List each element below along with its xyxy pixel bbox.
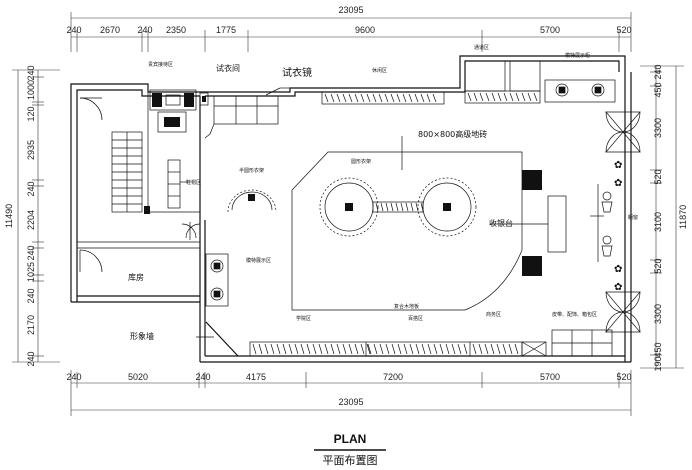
- dim-right-seg: 240: [653, 64, 663, 79]
- tiled-floor-boundary: [291, 151, 523, 311]
- image-wall-line: [205, 321, 239, 357]
- vip-reception: [149, 89, 209, 133]
- cashier-desk: [502, 170, 567, 276]
- label-round-rack: 圆形衣架: [351, 158, 371, 165]
- bottom-shelving: [249, 329, 613, 357]
- svg-text:✿: ✿: [614, 178, 622, 189]
- label-fitting-mirror: 试衣镜: [282, 66, 312, 79]
- dim-left-seg: 2204: [26, 210, 36, 230]
- dim-right-seg: 3100: [653, 212, 663, 232]
- dim-right-total: 11870: [678, 205, 688, 229]
- round-rack-left: [319, 177, 379, 237]
- shop-window: [597, 184, 613, 262]
- leisure-shelf: [321, 91, 445, 105]
- dim-left-seg: 2170: [26, 315, 36, 335]
- dim-top-seg: 9600: [355, 25, 375, 35]
- label-pass-area: 通道区: [474, 44, 489, 51]
- model-display-top: [544, 79, 616, 103]
- label-half-round-rack: 半圆形衣架: [239, 167, 264, 174]
- leader-lines: [180, 87, 604, 338]
- center-connector-rack: [372, 201, 424, 213]
- label-belt-accessories-area: 皮带、配饰、箱包区: [552, 311, 597, 318]
- label-college-area: 学院区: [296, 315, 311, 322]
- bottom-dimension-lines: [70, 370, 632, 416]
- dim-left-seg: 2935: [26, 140, 36, 160]
- top-dimension-lines: [70, 12, 632, 52]
- dim-bottom-seg: 240: [195, 372, 210, 382]
- dim-left-seg: 120: [26, 106, 36, 121]
- dim-top-seg: 5700: [540, 25, 560, 35]
- dim-left-seg: 240: [26, 351, 36, 366]
- dim-right-seg: 190: [653, 356, 663, 371]
- dim-top-seg: 1775: [216, 25, 236, 35]
- dim-bottom-seg: 520: [616, 372, 631, 382]
- fitting-rooms: [204, 95, 279, 139]
- label-business-area: 商务区: [486, 311, 501, 318]
- dim-bottom-seg: 4175: [246, 372, 266, 382]
- dim-left-seg: 240: [26, 245, 36, 260]
- label-model-display-cabinet: 模特展示柜: [565, 52, 590, 59]
- dim-bottom-seg: 5020: [128, 372, 148, 382]
- dim-left-seg: 240: [26, 181, 36, 196]
- plan-subtitle: 平面布置图: [323, 454, 378, 467]
- dim-right-seg: 3300: [653, 118, 663, 138]
- dim-bottom-seg: 240: [66, 372, 81, 382]
- dim-left-seg: 240: [26, 288, 36, 303]
- dim-right-seg: 520: [653, 258, 663, 273]
- dim-right-seg: 450: [653, 342, 663, 357]
- label-cashier: 收银台: [489, 218, 513, 228]
- dim-left-seg: 240: [26, 65, 36, 80]
- dim-top-seg: 2670: [100, 25, 120, 35]
- label-versatile-area: 百搭区: [408, 315, 423, 322]
- dim-top-seg: 520: [616, 25, 631, 35]
- shoe-hat-shelf: [167, 159, 181, 209]
- dim-right-seg: 3300: [653, 304, 663, 324]
- right-dimension-lines: [640, 65, 684, 369]
- dim-bottom-seg: 5700: [540, 372, 560, 382]
- label-model-display-area: 模特展示区: [246, 257, 271, 264]
- dim-top-total: 23095: [338, 5, 363, 15]
- label-image-wall: 形象墙: [130, 331, 154, 341]
- label-leisure-area: 休闲区: [372, 67, 387, 74]
- pass-area-shelf: [464, 60, 541, 104]
- half-round-rack: [227, 189, 277, 213]
- dim-top-seg: 240: [137, 25, 152, 35]
- svg-text:✿: ✿: [614, 160, 622, 171]
- label-shop-window: 橱窗: [628, 214, 638, 221]
- plan-title: PLAN: [334, 432, 367, 446]
- dim-right-seg: 450: [653, 82, 663, 97]
- svg-text:✿: ✿: [614, 282, 622, 293]
- dim-right-seg: 520: [653, 169, 663, 184]
- label-composite-floor: 复合木地板: [394, 303, 419, 310]
- dim-top-seg: 240: [66, 25, 81, 35]
- staircase: [111, 131, 143, 213]
- dim-left-seg: 1025: [26, 262, 36, 282]
- label-shoe-hat-area: 鞋帽区: [186, 179, 201, 186]
- model-display-left: [205, 253, 229, 307]
- column: [144, 206, 150, 214]
- dim-bottom-total: 23095: [338, 397, 363, 407]
- side-door: [181, 222, 201, 240]
- dim-left-seg: 1000: [26, 80, 36, 100]
- round-rack-right: [417, 177, 477, 237]
- dim-bottom-seg: 7200: [383, 372, 403, 382]
- label-fitting-room: 试衣间: [216, 63, 240, 73]
- dim-top-seg: 2350: [166, 25, 186, 35]
- label-vip-reception: 贵宾接待区: [148, 61, 173, 68]
- svg-text:✿: ✿: [614, 264, 622, 275]
- left-rooms: [77, 92, 200, 273]
- label-storage: 库房: [128, 272, 144, 282]
- dim-left-total: 11490: [4, 204, 14, 228]
- entrance-doors: ✿ ✿ ✿ ✿: [605, 111, 641, 333]
- label-floor-tile: 800×800高级地砖: [418, 129, 487, 139]
- left-dimension-lines: [12, 69, 60, 363]
